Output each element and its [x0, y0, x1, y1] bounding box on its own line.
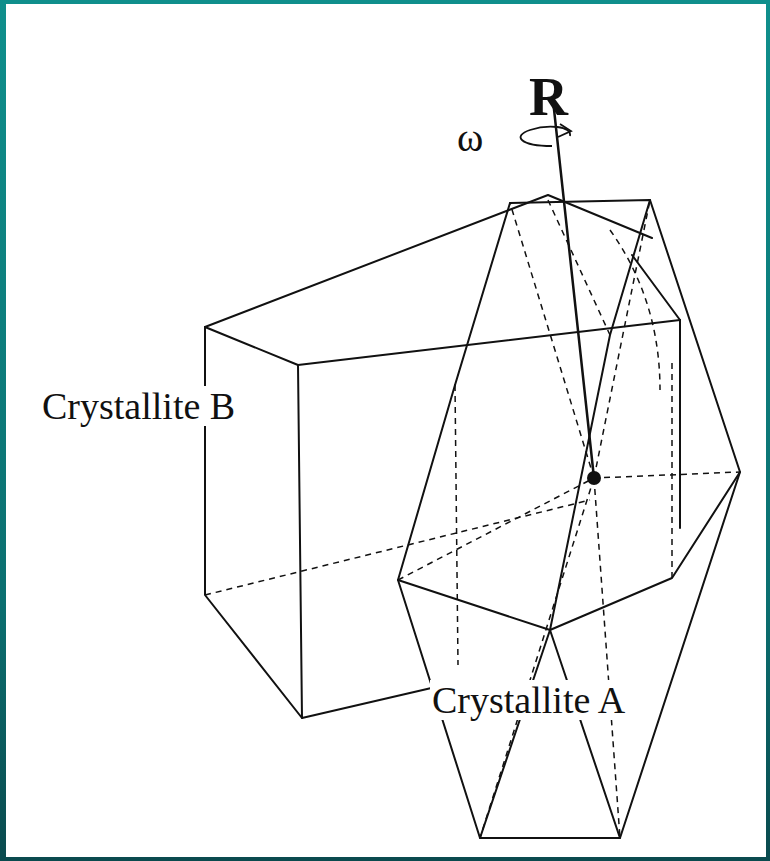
angle-label: ω [457, 118, 483, 158]
white-panel [6, 4, 766, 857]
crystallite-label: Crystallite A [430, 680, 627, 720]
axis-label: R [529, 70, 568, 124]
crystallite-label: Crystallite B [40, 386, 237, 426]
